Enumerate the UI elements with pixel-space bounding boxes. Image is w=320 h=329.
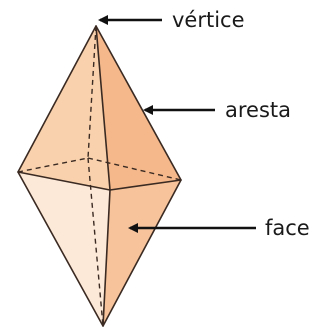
- hidden-edge-right: [87, 157, 182, 181]
- lower-left-face: [18, 172, 110, 326]
- front-edge-left: [17, 171, 111, 191]
- upper-right-face: [96, 26, 181, 190]
- upper-left-face: [18, 26, 110, 190]
- face-label: face: [265, 216, 310, 240]
- front-edge-top: [95, 25, 111, 191]
- bipyramid-solid: [17, 25, 182, 327]
- hidden-edge-left: [17, 157, 89, 173]
- vertex-label: vértice: [172, 8, 245, 32]
- front-edge-right: [109, 179, 182, 191]
- hidden-edge-top: [87, 25, 97, 159]
- front-edge-bottom: [102, 189, 111, 327]
- edge-label: aresta: [225, 98, 291, 122]
